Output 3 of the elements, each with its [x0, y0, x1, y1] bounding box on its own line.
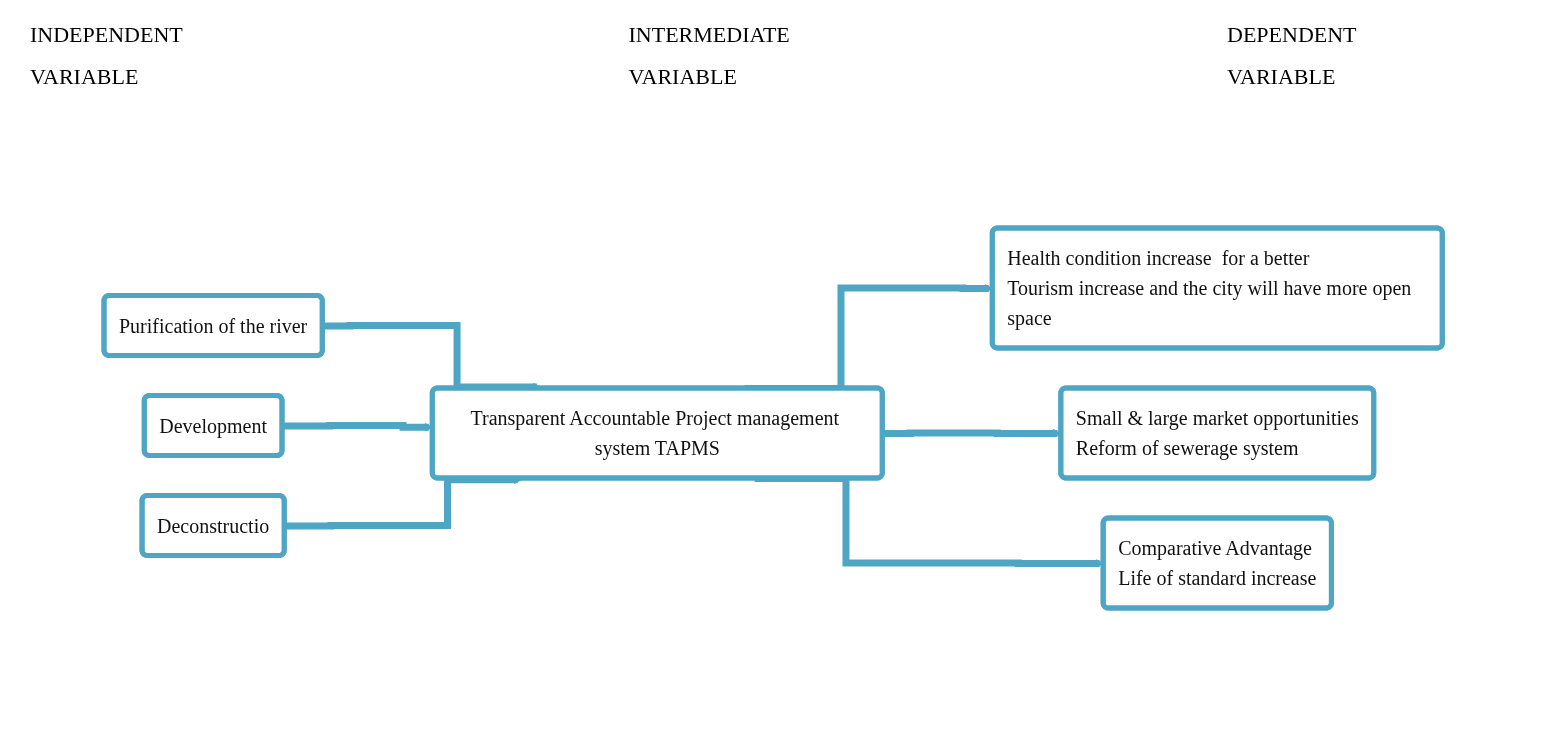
column-heading: DEPENDENT VARIABLE [1227, 21, 1358, 91]
column-heading: INDEPENDENT VARIABLE [30, 21, 184, 91]
column-heading: INTERMEDIATE VARIABLE [628, 21, 791, 91]
